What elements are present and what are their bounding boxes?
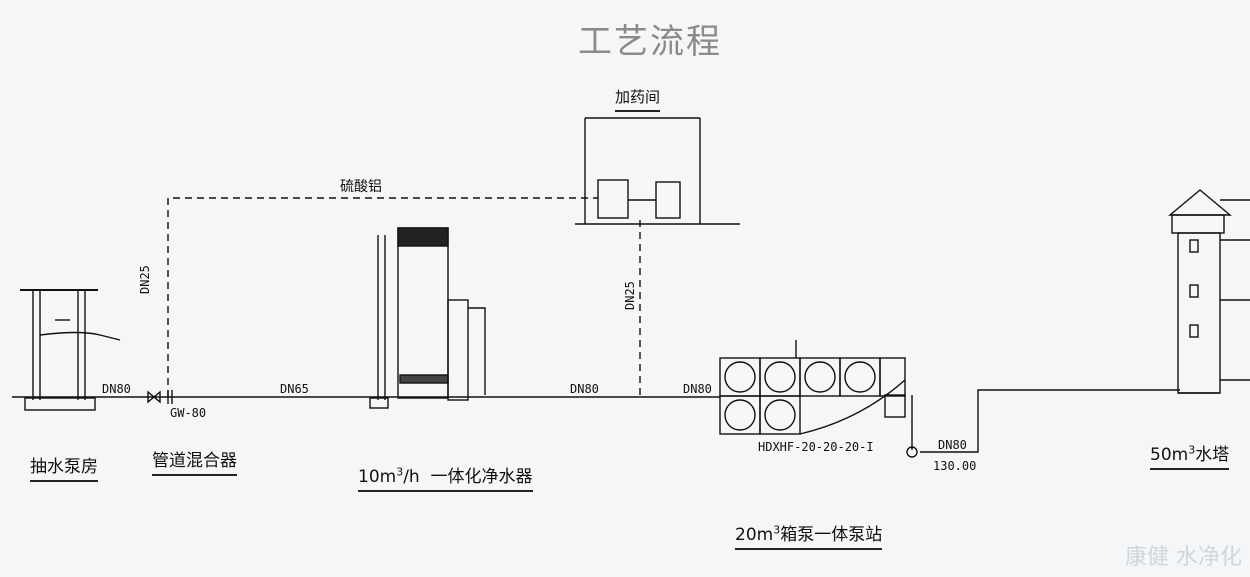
tower-name: 水塔 [1195,445,1230,465]
watermark-text: 水净化 [1175,545,1242,570]
watermark-brand: 康健 [1124,545,1169,570]
pipe-label-dn25-right: DN25 [623,281,637,310]
pump-station-capacity: 20m [735,525,774,545]
purifier-symbol [369,227,486,409]
pump-station-capacity-sup: 3 [773,523,781,537]
tower-capacity: 50m [1150,445,1189,465]
pump-house-symbol [20,289,121,411]
watermark: 康健 水净化 [1125,539,1242,571]
pipe-label-dn80-b: DN80 [570,382,599,396]
label-dosing-room: 加药间 [615,86,661,112]
dosing-room-symbol [575,117,740,225]
pipe-label-dn80-a: DN80 [102,382,131,396]
water-tower-symbol [1168,189,1250,394]
page-title: 工艺流程 [578,22,722,62]
label-purifier: 10m3/h 一体化净水器 [358,462,533,492]
pump-station-symbol [719,340,918,458]
dosing-line [167,197,641,397]
label-pump-house: 抽水泵房 [30,452,98,482]
label-water-tower: 50m3水塔 [1150,440,1230,470]
purifier-capacity: 10m [358,467,397,487]
label-pump-station: 20m3箱泵一体泵站 [735,520,883,550]
chemical-label: 硫酸铝 [340,179,382,195]
tower-capacity-sup: 3 [1188,443,1196,457]
purifier-name: /h 一体化净水器 [403,467,533,487]
pipe-label-dn80-c: DN80 [683,382,712,396]
pipe-label-dn80-d: DN80 [938,438,967,452]
outlet-pipe [920,389,1180,453]
pipe-label-gw80: GW-80 [170,406,207,420]
pump-station-name: 箱泵一体泵站 [780,525,883,545]
label-mixer: 管道混合器 [152,446,237,476]
pipe-label-dn65: DN65 [280,382,309,396]
pipe-label-elevation: 130.00 [933,459,977,473]
pump-model-label: HDXHF-20-20-20-I [758,440,874,454]
pipe-label-dn25-left: DN25 [138,265,152,294]
purifier-capacity-sup: 3 [396,465,404,479]
